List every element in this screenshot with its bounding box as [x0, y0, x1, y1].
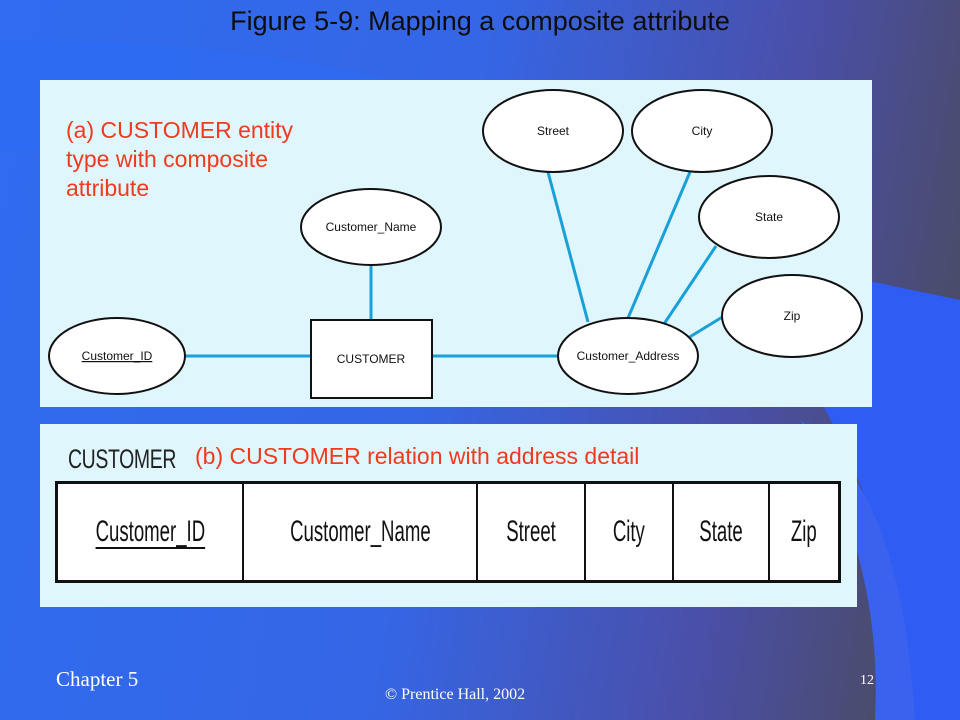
attr-city-label: City: [692, 124, 713, 138]
entity-customer-box: [310, 319, 433, 399]
column-label: State: [699, 515, 743, 548]
relation-name: CUSTOMER: [68, 444, 177, 474]
relation-table: Customer_ID Customer_Name Street City St…: [55, 481, 841, 583]
attr-customer-address-ellipse: [557, 317, 699, 395]
connector-state: [662, 245, 718, 325]
chapter-label: Chapter 5: [56, 667, 139, 691]
column-label: Customer_Name: [289, 515, 431, 548]
column-label: Street: [506, 515, 556, 548]
entity-customer-label: CUSTOMER: [337, 352, 406, 366]
column-zip: Zip: [770, 484, 838, 580]
connector-city: [626, 171, 692, 319]
page-number: 12: [860, 673, 874, 688]
column-city: City: [586, 484, 674, 580]
column-customer-id: Customer_ID: [58, 484, 244, 580]
attr-customer-id-label: Customer_ID: [82, 349, 153, 363]
column-label: City: [612, 515, 646, 548]
attr-street-ellipse: [482, 89, 624, 173]
connector-street: [546, 171, 590, 323]
er-connectors: [185, 171, 725, 358]
column-customer-name: Customer_Name: [244, 484, 478, 580]
attr-zip-ellipse: [721, 274, 863, 358]
attr-state-label: State: [755, 210, 783, 224]
attr-customer-name-label: Customer_Name: [326, 220, 417, 234]
attr-city-ellipse: [631, 89, 773, 173]
copyright-text: © Prentice Hall, 2002: [385, 686, 526, 703]
attr-zip-label: Zip: [784, 309, 801, 323]
attr-street-label: Street: [537, 124, 570, 138]
attr-customer-name-ellipse: [300, 188, 442, 266]
slide-title: Figure 5-9: Mapping a composite attribut…: [230, 6, 730, 36]
attr-customer-address-label: Customer_Address: [577, 349, 680, 363]
attr-state-ellipse: [698, 175, 840, 259]
connector-zip: [687, 314, 725, 340]
column-street: Street: [478, 484, 586, 580]
panel-a-caption: (a) CUSTOMER entity type with composite …: [66, 117, 294, 201]
attr-customer-id-ellipse: [48, 317, 186, 395]
panel-b-caption: (b) CUSTOMER relation with address detai…: [195, 443, 640, 469]
column-state: State: [674, 484, 770, 580]
column-label: Customer_ID: [95, 515, 205, 548]
column-label: Zip: [791, 515, 817, 548]
